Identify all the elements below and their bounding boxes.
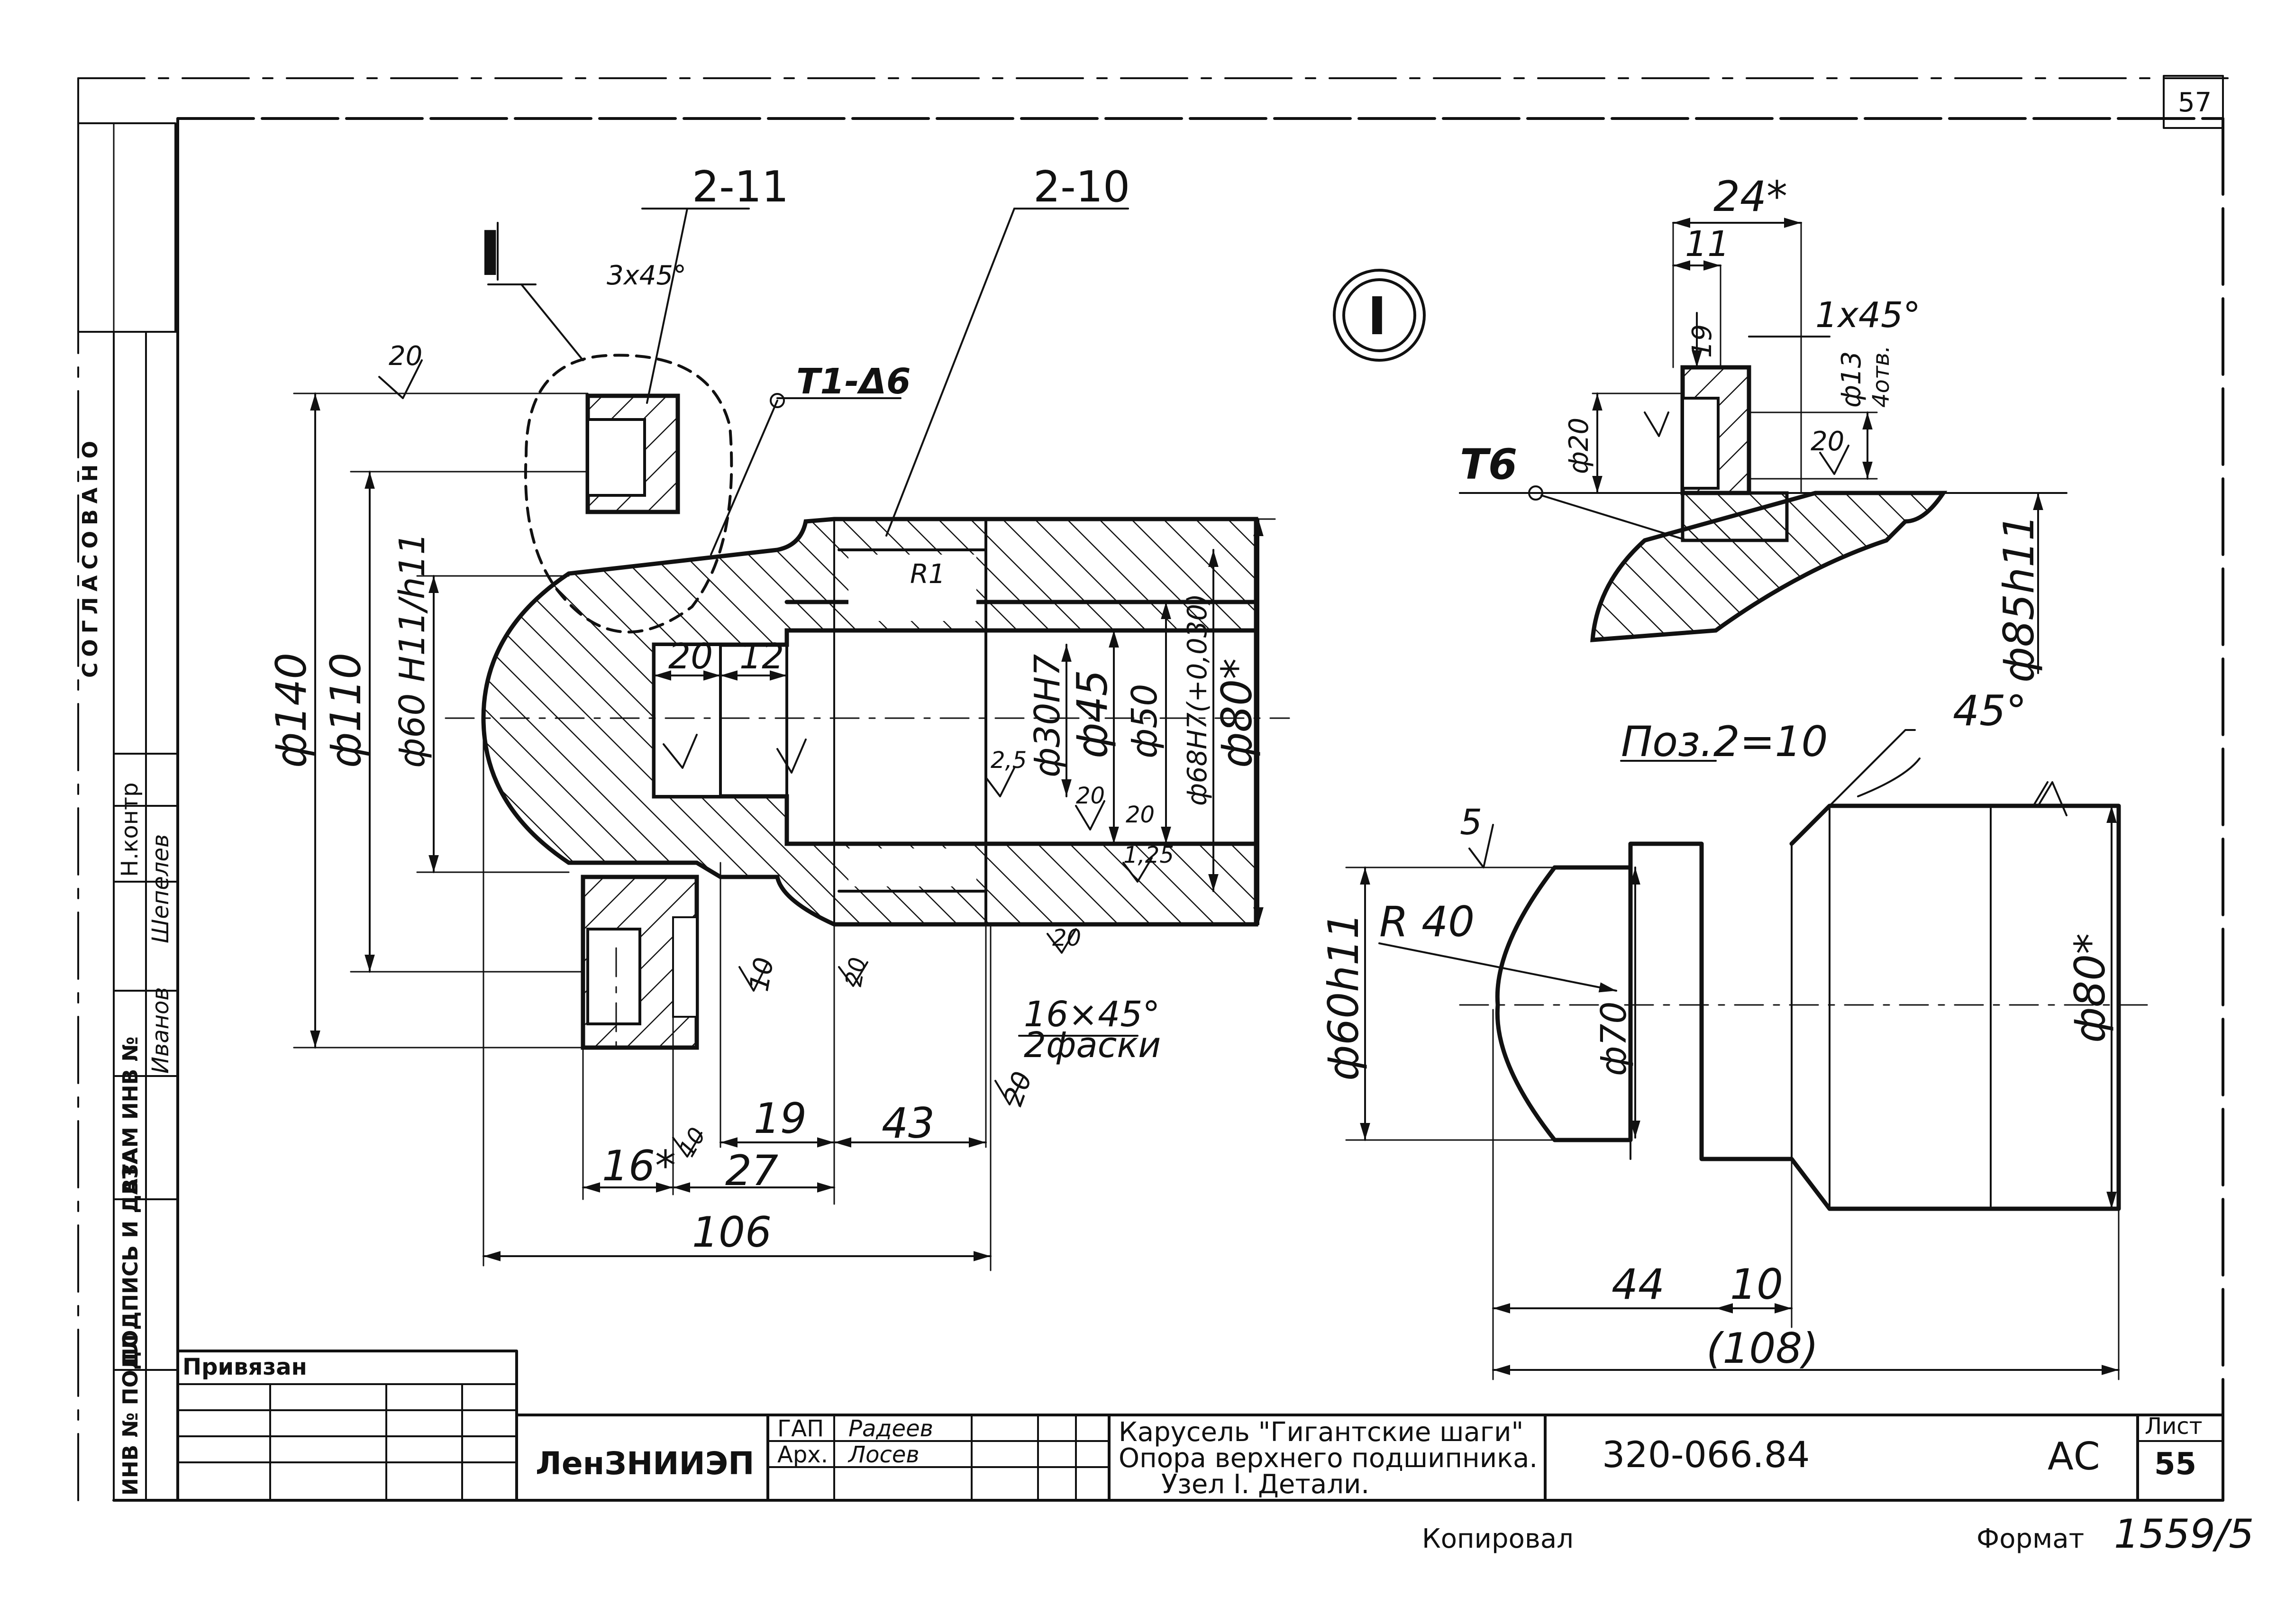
- detail-weld-t6: T6: [1460, 440, 1517, 489]
- dim-d140: ф140: [267, 653, 316, 768]
- ra-10-b: 10: [674, 1123, 711, 1161]
- main-section-view: [445, 354, 1290, 1053]
- side-vzam: ВЗАМ ИНВ №: [118, 1037, 143, 1195]
- footer-code: 1559/5: [2114, 1511, 2254, 1557]
- detail-dim-d85: ф85h11: [1994, 514, 2043, 683]
- tb-name-losev: Лосев: [847, 1442, 920, 1468]
- detail-dim-11: 11: [1685, 224, 1730, 265]
- tb-role-gap: ГАП: [777, 1415, 824, 1442]
- pos2-dim-d70: ф70: [1594, 1002, 1634, 1076]
- dim-d30: ф30H7: [1027, 654, 1068, 777]
- dim-l20: 20: [668, 636, 713, 677]
- dim-l43: 43: [882, 1099, 935, 1148]
- detail-dim-19: 19: [1687, 324, 1718, 358]
- detail-ra-20: 20: [1811, 426, 1844, 457]
- footer-copied: Копировал: [1422, 1524, 1574, 1554]
- pos2-r40: R 40: [1379, 897, 1475, 946]
- tb-title-line1: Карусель "Гигантские шаги": [1119, 1417, 1523, 1448]
- pos2-dim-d60: ф60h11: [1319, 912, 1368, 1081]
- side-shepelev: Шепелев: [147, 834, 174, 943]
- side-inv-podl: ИНВ № ПОДЛ: [118, 1334, 143, 1496]
- two-chamfers: 2фаски: [1024, 1025, 1161, 1066]
- dim-d80: ф80*: [1212, 658, 1261, 768]
- dim-d68: ф68H7(+0,030): [1182, 593, 1213, 806]
- detail-I-view: [1333, 218, 2067, 674]
- dim-l19: 19: [754, 1094, 807, 1143]
- detail-dim-d13: ф13: [1836, 351, 1867, 408]
- ra-10-a: 10: [744, 955, 780, 994]
- marker-I-main: I: [479, 218, 501, 290]
- chamfer-3x45: 3x45°: [607, 260, 686, 291]
- main-leaders: [487, 208, 1129, 556]
- dim-l27: 27: [725, 1146, 778, 1195]
- ra-1-25: 1,25: [1123, 842, 1174, 868]
- callout-2-11: 2-11: [692, 162, 789, 212]
- detail-dim-d13-note: 4отв.: [1868, 346, 1894, 408]
- weld-t1: T1-Δ6: [796, 361, 911, 402]
- detail-dim-24: 24*: [1713, 172, 1787, 221]
- ra-20-c: 20: [1052, 925, 1081, 951]
- marker-I-detail: I: [1367, 286, 1387, 347]
- pos2-dim-108: (108): [1706, 1324, 1819, 1373]
- detail-hub-hatch: [1590, 491, 1948, 642]
- pos2-angle-45: 45°: [1953, 686, 2027, 735]
- side-ivanov: Иванов: [147, 987, 174, 1074]
- tb-name-radeev: Радеев: [848, 1415, 933, 1442]
- ra-2-5: 2,5: [991, 747, 1027, 774]
- tb-doc-number: 320-066.84: [1602, 1433, 1810, 1476]
- pos2-dim-d80: ф80*: [2066, 933, 2114, 1043]
- dim-l106: 106: [692, 1208, 772, 1257]
- dim-d60: ф60 H11/h11: [392, 532, 433, 768]
- side-agreed: СОГЛАСОВАНО: [78, 435, 102, 678]
- top-sheet-number: 57: [2178, 87, 2212, 118]
- pos2-dim-10: 10: [1730, 1260, 1783, 1309]
- callout-2-10: 2-10: [1033, 162, 1130, 212]
- tb-stage: АС: [2048, 1434, 2100, 1478]
- side-sign-date: ПОДПИСЬ И ДАТА: [118, 1148, 143, 1365]
- ra-20-bore: 20: [1076, 783, 1105, 809]
- tb-title-line2: Опора верхнего подшипника.: [1119, 1443, 1538, 1474]
- side-nkontr: Н.контр: [117, 782, 143, 877]
- chamfer-16x45: 16×45°: [1024, 994, 1160, 1035]
- pos2-view: [1345, 729, 2148, 1380]
- ra-20-b: 20: [840, 955, 872, 988]
- title-block: [176, 1350, 2224, 1502]
- top-sheet-box: [2163, 75, 2224, 129]
- dim-d45: ф45: [1068, 670, 1117, 758]
- dim-l12: 12: [739, 636, 784, 677]
- tb-privyazan: Привязан: [182, 1354, 307, 1380]
- tb-role-arch: Арх.: [777, 1442, 828, 1468]
- tb-org: ЛенЗНИИЭП: [536, 1445, 754, 1482]
- side-strip: [77, 122, 179, 1501]
- dim-d50: ф50: [1124, 684, 1165, 758]
- pos2-ra-5: 5: [1460, 802, 1482, 843]
- footer-format: Формат: [1976, 1524, 2084, 1554]
- dim-d110: ф110: [321, 653, 370, 768]
- pos2-dim-44: 44: [1612, 1260, 1665, 1309]
- detail-chamfer: 1x45°: [1815, 295, 1921, 336]
- pos-2-label: Поз.2=10: [1621, 717, 1828, 766]
- tb-sheet-label: Лист: [2145, 1413, 2203, 1440]
- dim-l16: 16*: [602, 1141, 676, 1190]
- ra-20-bore2: 20: [1126, 802, 1155, 828]
- roughness-marks-main: [378, 359, 1153, 1158]
- ra-20-d: 20: [998, 1067, 1038, 1110]
- tb-title-line3: Узел I. Детали.: [1161, 1469, 1369, 1500]
- tb-sheet-no: 55: [2154, 1447, 2196, 1482]
- detail-dim-d20: ф20: [1564, 418, 1594, 474]
- main-dimension-lines: [293, 392, 1276, 1271]
- ra-20-top: 20: [389, 341, 422, 372]
- r1-label: R1: [910, 559, 946, 590]
